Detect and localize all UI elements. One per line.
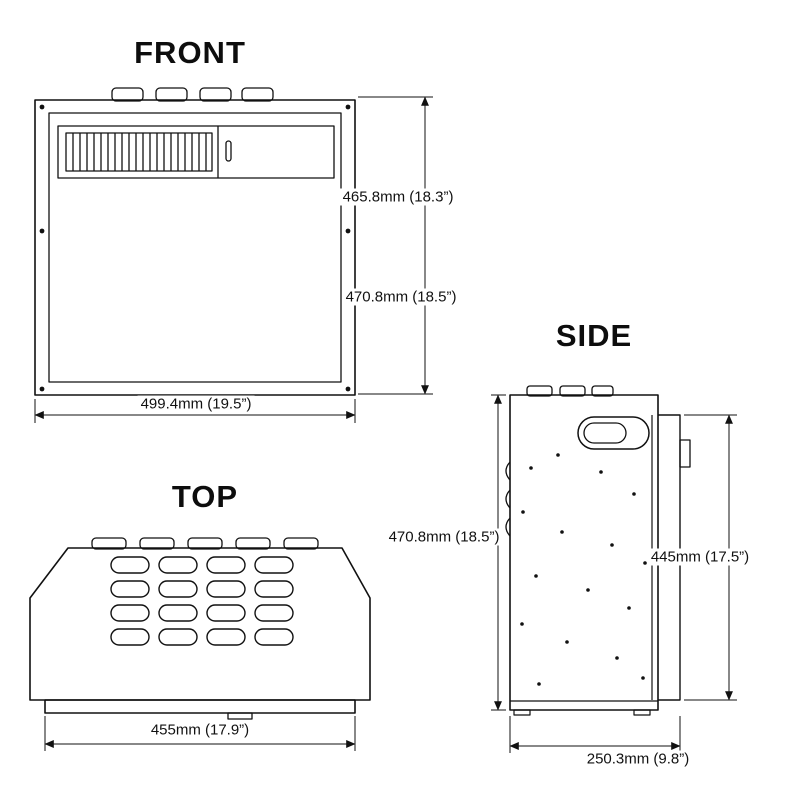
side-depth-dim-label: 250.3mm (9.8”) <box>583 750 693 768</box>
front-inner-frame <box>48 112 342 383</box>
top-dimension-lines <box>44 716 356 751</box>
top-view <box>29 537 371 720</box>
top-knobs <box>91 537 319 550</box>
side-screw-holes <box>520 453 647 686</box>
top-base <box>44 699 356 714</box>
top-view-title: TOP <box>171 479 239 514</box>
side-feet <box>513 709 651 716</box>
front-view <box>34 87 356 396</box>
front-inner-height-dim-label: 465.8mm (18.3”) <box>339 188 457 206</box>
top-outline <box>29 547 371 701</box>
front-outer-frame <box>34 99 356 396</box>
front-indicator-slot <box>225 140 232 162</box>
front-top-knobs <box>111 87 274 102</box>
side-body <box>509 394 659 711</box>
top-width-dim-label: 455mm (17.9”) <box>147 721 253 739</box>
front-total-height-dim-label: 470.8mm (18.5”) <box>342 288 460 306</box>
front-view-title: FRONT <box>134 35 246 70</box>
front-vent-slats <box>72 133 207 171</box>
side-bracket <box>679 439 691 468</box>
top-base-tab <box>227 712 253 720</box>
side-back-height-dim-label: 445mm (17.5”) <box>647 548 753 566</box>
front-width-dim-label: 499.4mm (19.5”) <box>137 395 255 413</box>
front-screws <box>39 104 351 392</box>
front-control-band <box>57 125 335 179</box>
front-vent-grille <box>65 132 213 172</box>
side-front-height-dim-label: 470.8mm (18.5”) <box>385 528 503 546</box>
front-dimension-lines <box>34 96 433 423</box>
side-view-title: SIDE <box>555 318 633 353</box>
side-left-louvres <box>505 461 511 537</box>
top-vent-slots <box>110 556 294 646</box>
side-handle-cutout <box>577 416 650 450</box>
side-top-knobs <box>526 385 614 397</box>
